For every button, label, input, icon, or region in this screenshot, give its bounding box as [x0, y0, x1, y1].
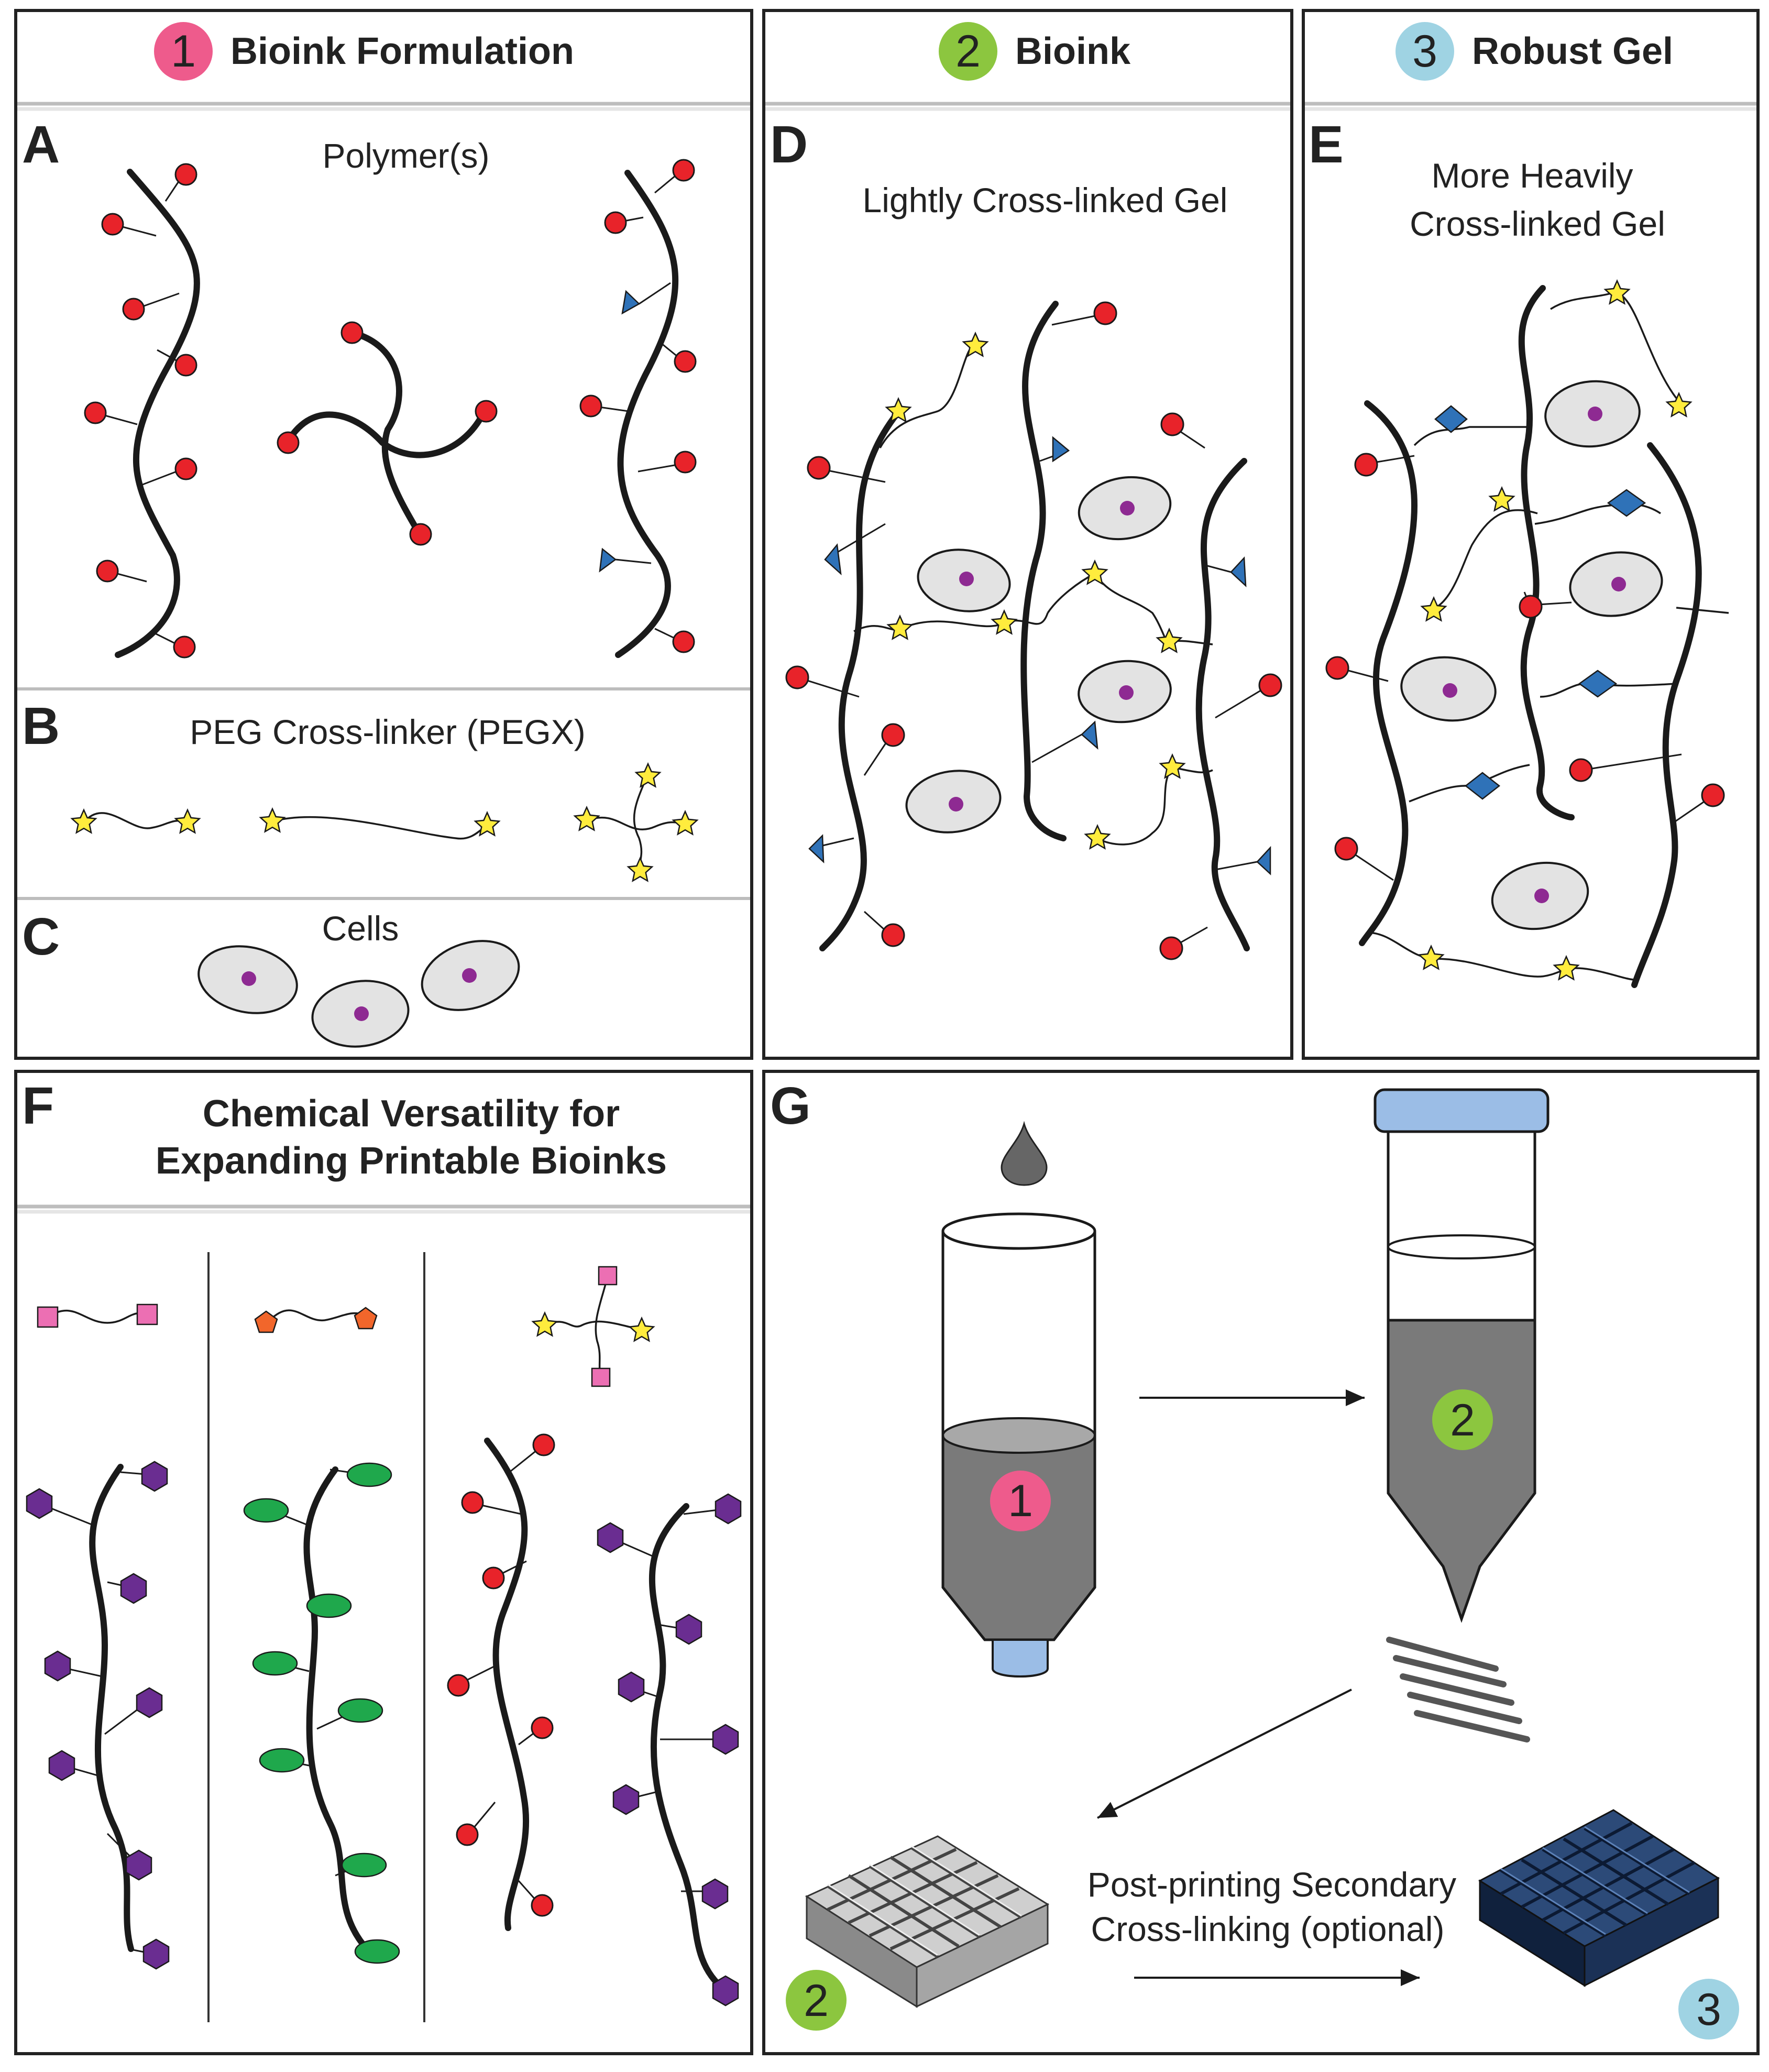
- stage-1-number: 1: [171, 26, 196, 76]
- header-robust-gel: 3 Robust Gel: [1396, 22, 1673, 81]
- scaffold-stage-2-badge: [786, 1970, 847, 2031]
- panel-d-letter: D: [770, 115, 808, 174]
- header-title-bioink: Bioink: [1015, 30, 1131, 72]
- header-bioink-formulation: 1 Bioink Formulation: [154, 22, 574, 81]
- panel-f-frame: [14, 1070, 753, 2055]
- panel-e: E More Heavily Cross-linked Gel: [1309, 115, 1729, 988]
- stage-1-badge: [154, 22, 213, 81]
- stage-2-number: 2: [955, 26, 981, 76]
- panel-g-letter: G: [770, 1077, 811, 1135]
- panel-b-caption: PEG Cross-linker (PEGX): [190, 712, 585, 751]
- header-bioink: 2 Bioink: [939, 22, 1131, 81]
- tube-stage-1-badge: [990, 1471, 1051, 1531]
- syringe-stage-2-badge: [1432, 1389, 1493, 1450]
- stage-3-number: 3: [1412, 26, 1437, 76]
- scaffold-stage-3-badge: [1678, 1979, 1739, 2040]
- header-title-formulation: Bioink Formulation: [230, 30, 574, 72]
- panel-f-title-line2: Expanding Printable Bioinks: [156, 1140, 667, 1182]
- panel-c: C Cells: [22, 907, 520, 1048]
- bioink-formulation-tube: 1: [941, 1212, 1096, 1678]
- panel-e-caption-line1: More Heavily: [1431, 156, 1633, 195]
- bioink-syringe: 2: [1374, 1088, 1550, 1623]
- panel-e-letter: E: [1309, 115, 1344, 174]
- panel-b: B PEG Cross-linker (PEGX): [22, 697, 698, 882]
- panel-f: F Chemical Versatility for Expanding Pri…: [22, 1077, 742, 2022]
- post-printing-line2: Cross-linking (optional): [1091, 1910, 1445, 1948]
- panel-a-letter: A: [22, 115, 60, 174]
- drop-icon: [1001, 1121, 1048, 1186]
- panel-a: A Polymer(s): [22, 115, 697, 659]
- header-title-robust: Robust Gel: [1472, 30, 1673, 72]
- panel-e-caption-line2: Cross-linked Gel: [1410, 204, 1665, 243]
- post-printing-line1: Post-printing Secondary: [1087, 1865, 1456, 1904]
- syringe-stage-2-number: 2: [1450, 1395, 1475, 1445]
- panel-d-caption: Lightly Cross-linked Gel: [863, 181, 1228, 220]
- panel-c-caption: Cells: [322, 909, 399, 948]
- panel-c-letter: C: [22, 907, 60, 966]
- panel-d-frame: [762, 9, 1293, 1060]
- panel-a-caption: Polymer(s): [322, 136, 489, 175]
- panel-g: G 1 2: [770, 1077, 1739, 2040]
- printed-scaffold-grey: [805, 1835, 1050, 2008]
- panel-b-letter: B: [22, 697, 60, 755]
- scaffold-stage-2-number: 2: [804, 1976, 829, 2026]
- tube-stage-1-number: 1: [1008, 1476, 1033, 1526]
- panel-d: D Lightly Cross-linked Gel: [770, 115, 1282, 960]
- stage-3-badge: [1396, 22, 1454, 81]
- scaffold-stage-3-number: 3: [1696, 1985, 1721, 2035]
- stage-2-badge: [939, 22, 997, 81]
- crosslinked-scaffold-dark: [1478, 1809, 1720, 1987]
- panel-f-title-line1: Chemical Versatility for: [203, 1093, 620, 1135]
- panel-f-letter: F: [22, 1077, 54, 1135]
